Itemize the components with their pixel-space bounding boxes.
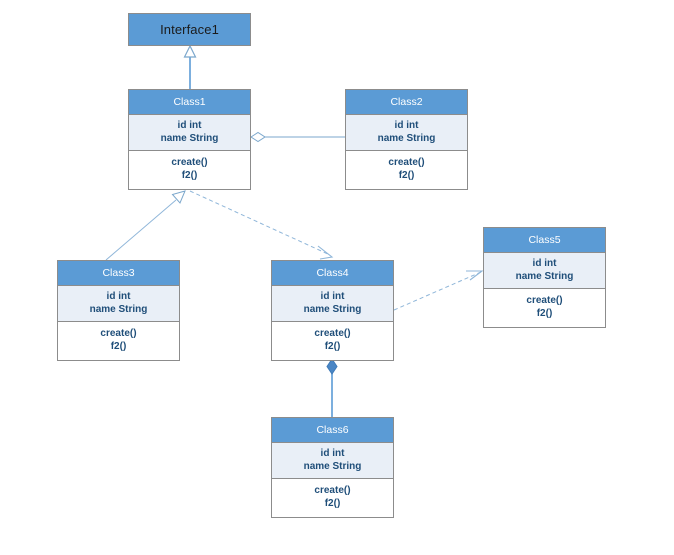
class2-method-1: f2() [398,170,415,181]
class1-methods: create() f2() [129,151,250,187]
interface1-name: Interface1 [160,22,219,37]
class2-attribute-1: name String [377,133,436,144]
class3-header: Class3 [58,261,179,286]
class3-methods: create() f2() [58,322,179,358]
class3-attribute-1: name String [89,304,148,315]
class4-method-0: create() [314,328,351,339]
class6-method-0: create() [314,485,351,496]
class2-attribute-0: id int [394,120,419,131]
class5-method-0: create() [526,295,563,306]
class1-attributes: id int name String [129,115,250,151]
edge-class4-depends-class5 [393,270,484,311]
class4-attribute-0: id int [320,291,345,302]
class5-attribute-0: id int [532,258,557,269]
class3-method-0: create() [100,328,137,339]
class5-attributes: id int name String [484,253,605,289]
class1-method-1: f2() [181,170,198,181]
class4-methods: create() f2() [272,322,393,358]
node-class1[interactable]: Class1 id int name String create() f2() [128,89,251,190]
class6-method-1: f2() [324,498,341,509]
class6-attribute-0: id int [320,448,345,459]
class1-attribute-1: name String [160,133,219,144]
node-class3[interactable]: Class3 id int name String create() f2() [57,260,180,361]
class5-method-1: f2() [536,308,553,319]
class4-header: Class4 [272,261,393,286]
class5-methods: create() f2() [484,289,605,325]
class1-method-0: create() [171,157,208,168]
class6-methods: create() f2() [272,479,393,515]
class6-attributes: id int name String [272,443,393,479]
class2-method-0: create() [388,157,425,168]
class1-attribute-0: id int [177,120,202,131]
class3-attributes: id int name String [58,286,179,322]
node-class6[interactable]: Class6 id int name String create() f2() [271,417,394,518]
class2-attributes: id int name String [346,115,467,151]
edge-class4-composes-class6 [326,358,338,417]
class6-attribute-1: name String [303,461,362,472]
class5-attribute-1: name String [515,271,574,282]
class2-header: Class2 [346,90,467,115]
node-class2[interactable]: Class2 id int name String create() f2() [345,89,468,190]
class5-header: Class5 [484,228,605,253]
node-interface1[interactable]: Interface1 [128,13,251,46]
class3-method-1: f2() [110,341,127,352]
edge-class1-implements-interface1 [183,44,197,89]
node-class5[interactable]: Class5 id int name String create() f2() [483,227,606,328]
node-class4[interactable]: Class4 id int name String create() f2() [271,260,394,361]
class6-header: Class6 [272,418,393,443]
class2-methods: create() f2() [346,151,467,187]
edge-class3-extends-class1 [105,190,186,261]
class3-attribute-0: id int [106,291,131,302]
class4-method-1: f2() [324,341,341,352]
edge-class1-depends-class4 [189,190,334,260]
edge-class2-aggregates-class1 [250,131,345,143]
class4-attributes: id int name String [272,286,393,322]
class4-attribute-1: name String [303,304,362,315]
class1-header: Class1 [129,90,250,115]
